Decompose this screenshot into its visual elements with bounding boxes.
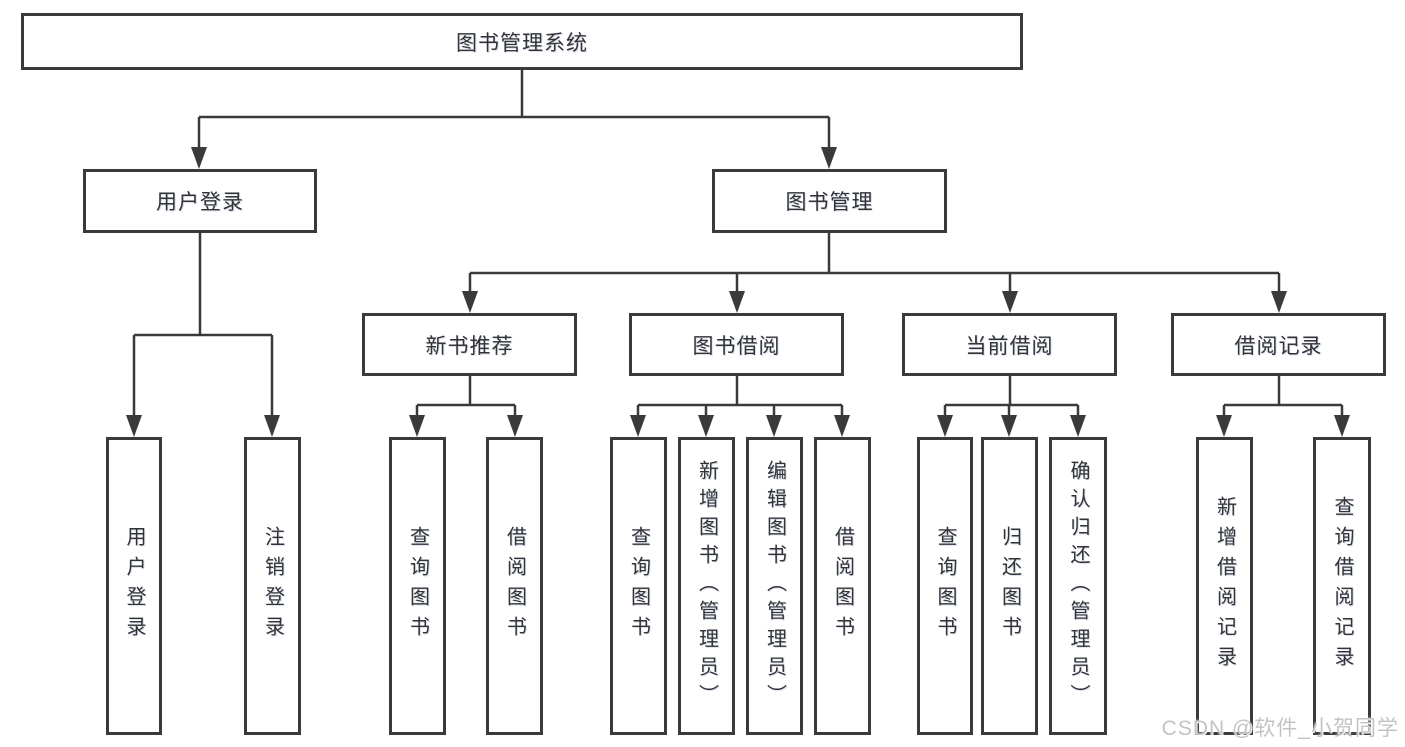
node-label: 借阅记录: [1234, 334, 1323, 358]
node-label: 图书借阅: [692, 334, 781, 358]
node-book-borrow: 图书借阅: [629, 313, 844, 376]
node-user-login: 用户登录: [83, 169, 317, 233]
node-borrow-records: 借阅记录: [1171, 313, 1386, 376]
leaf-borrow-books: 借阅图书: [814, 437, 871, 735]
leaf-user-login: 用户登录: [106, 437, 162, 735]
node-current-borrow: 当前借阅: [902, 313, 1117, 376]
node-book-management: 图书管理: [712, 169, 947, 233]
leaf-label: 新增图书（管理员）: [695, 460, 718, 712]
node-label: 图书管理系统: [456, 31, 588, 55]
leaf-query-books-borrow: 查询图书: [610, 437, 667, 735]
arrowheads: [126, 147, 1350, 437]
leaf-return-book: 归还图书: [981, 437, 1038, 735]
leaf-label: 归还图书: [998, 526, 1021, 646]
node-new-book-recommend: 新书推荐: [362, 313, 577, 376]
node-label: 用户登录: [156, 191, 244, 214]
leaf-confirm-return-admin: 确认归还（管理员）: [1049, 437, 1107, 735]
node-label: 新书推荐: [425, 334, 514, 358]
leaf-add-borrow-record: 新增借阅记录: [1196, 437, 1253, 735]
leaf-edit-book-admin: 编辑图书（管理员）: [746, 437, 803, 735]
leaf-label: 确认归还（管理员）: [1067, 460, 1089, 712]
leaf-label: 查询图书: [627, 526, 650, 646]
leaf-query-borrow-record: 查询借阅记录: [1313, 437, 1371, 735]
leaf-label: 新增借阅记录: [1213, 496, 1236, 676]
leaf-label: 用户登录: [123, 526, 145, 646]
leaf-query-books-recommend: 查询图书: [389, 437, 446, 735]
leaf-label: 注销登录: [261, 526, 284, 646]
leaf-label: 借阅图书: [831, 526, 854, 646]
leaf-label: 查询图书: [934, 526, 956, 646]
leaf-label: 编辑图书（管理员）: [763, 460, 786, 712]
leaf-borrow-books-recommend: 借阅图书: [486, 437, 543, 735]
leaf-label: 查询图书: [406, 526, 429, 646]
leaf-query-books-current: 查询图书: [917, 437, 973, 735]
leaf-label: 查询借阅记录: [1331, 496, 1353, 676]
leaf-logout: 注销登录: [244, 437, 301, 735]
node-library-management-system: 图书管理系统: [21, 13, 1023, 70]
csdn-watermark: CSDN @软件_小贺同学: [1161, 717, 1399, 740]
node-label: 图书管理: [785, 191, 874, 214]
leaf-add-book-admin: 新增图书（管理员）: [678, 437, 735, 735]
leaf-label: 借阅图书: [503, 526, 526, 646]
node-label: 当前借阅: [965, 334, 1054, 358]
